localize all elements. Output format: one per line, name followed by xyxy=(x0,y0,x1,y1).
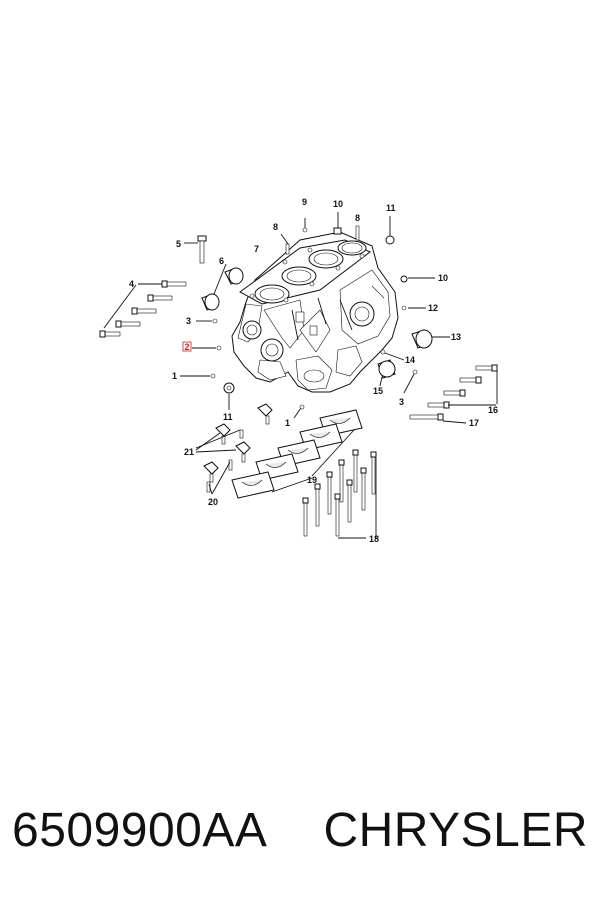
pin-3a[interactable] xyxy=(196,318,218,324)
pin-2[interactable] xyxy=(192,345,222,351)
plug-10-right[interactable] xyxy=(400,275,435,283)
dowel-pin-8b[interactable] xyxy=(280,233,290,255)
callout-4: 4 xyxy=(129,279,134,289)
callout-5: 5 xyxy=(176,239,181,249)
callout-2: 2 xyxy=(185,342,190,352)
pin-1a[interactable] xyxy=(180,373,216,379)
pin-3b[interactable] xyxy=(403,369,418,394)
plug-11-lower[interactable] xyxy=(223,382,235,410)
callout-7: 7 xyxy=(254,244,259,254)
callout-3b: 3 xyxy=(399,397,404,407)
caption-bar: 6509900AA CHRYSLER xyxy=(0,790,600,870)
dowel-pin-9[interactable] xyxy=(302,218,308,233)
callout-8b: 8 xyxy=(273,222,278,232)
bushing-15[interactable] xyxy=(377,359,396,387)
pin-12[interactable] xyxy=(401,305,426,311)
callout-10b: 10 xyxy=(438,273,448,283)
plug-11-top[interactable] xyxy=(385,216,395,245)
callout-19: 19 xyxy=(307,475,317,485)
callout-14: 14 xyxy=(405,355,415,365)
bolt-set-16[interactable] xyxy=(427,364,498,409)
bushing-13[interactable] xyxy=(411,329,450,349)
brand-name: CHRYSLER xyxy=(323,803,588,857)
callout-20: 20 xyxy=(208,497,218,507)
callout-1b: 1 xyxy=(285,418,290,428)
plug-10-top[interactable] xyxy=(333,212,342,235)
oil-jet-set-21[interactable] xyxy=(195,403,273,483)
part-number: 6509900AA xyxy=(12,803,268,857)
callout-9: 9 xyxy=(302,197,307,207)
callout-8a: 8 xyxy=(355,213,360,223)
callout-15: 15 xyxy=(373,386,383,396)
callout-11b: 11 xyxy=(223,412,233,422)
callout-16: 16 xyxy=(488,405,498,415)
callout-2-highlight-box xyxy=(182,341,192,352)
bolt-set-4[interactable] xyxy=(99,280,187,338)
callout-17: 17 xyxy=(469,418,479,428)
bushing-6b[interactable] xyxy=(201,263,227,311)
pin-14[interactable] xyxy=(380,349,405,361)
engine-block[interactable] xyxy=(231,231,399,393)
callout-1a: 1 xyxy=(172,371,177,381)
callout-12: 12 xyxy=(428,303,438,313)
callout-6: 6 xyxy=(219,256,224,266)
bushing-6a[interactable] xyxy=(224,267,244,285)
pin-1b[interactable] xyxy=(293,404,305,419)
bolt-5[interactable] xyxy=(184,235,207,264)
bolt-17[interactable] xyxy=(409,413,467,424)
callout-3a: 3 xyxy=(186,316,191,326)
bearing-cap-set-19[interactable] xyxy=(231,409,363,499)
bolt-set-18[interactable] xyxy=(302,449,377,539)
bolt-set-20[interactable] xyxy=(206,459,233,495)
callout-18: 18 xyxy=(369,534,379,544)
dowel-pin-8a[interactable] xyxy=(355,225,360,241)
callout-10a: 10 xyxy=(333,199,343,209)
callout-11a: 11 xyxy=(386,203,396,213)
callout-13: 13 xyxy=(451,332,461,342)
callout-21: 21 xyxy=(184,447,194,457)
